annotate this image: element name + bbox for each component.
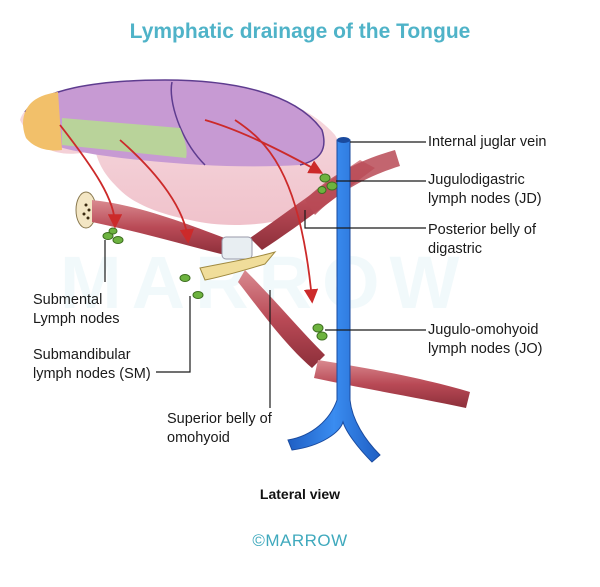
submandibular-nodes: [179, 274, 204, 299]
label-posterior-digastric-2: digastric: [428, 241, 482, 257]
view-caption: Lateral view: [259, 486, 341, 502]
posterior-muscle: [305, 150, 400, 215]
label-superior-omohyoid-1: Superior belly of: [167, 411, 272, 427]
jugulodigastric-nodes: [317, 173, 338, 194]
hyoid-bone: [199, 251, 277, 281]
label-internal-jugular-vein: Internal juglar vein: [428, 134, 547, 150]
submental-nodes: [102, 227, 124, 244]
tongue-tip: [23, 92, 62, 151]
label-posterior-digastric-1: Posterior belly of: [428, 222, 536, 238]
label-jugulo-omohyoid-1: Jugulo-omohyoid: [428, 322, 539, 338]
label-superior-omohyoid-2: omohyoid: [167, 430, 230, 446]
intermediate-tendon: [221, 236, 253, 260]
label-submental-1: Submental: [33, 292, 103, 308]
label-submental-2: Lymph nodes: [33, 311, 120, 327]
drainage-arrows: [59, 119, 324, 304]
credit-logo: ©MARROW: [252, 531, 348, 550]
label-jugulodigastric-2: lymph nodes (JD): [428, 191, 542, 207]
inferior-omohyoid: [314, 360, 470, 408]
tongue-green-zone: [62, 118, 187, 158]
jugulo-omohyoid-nodes: [312, 323, 328, 341]
label-submandibular-2: lymph nodes (SM): [33, 366, 151, 382]
label-submandibular-1: Submandibular: [33, 347, 131, 363]
diagram-title: Lymphatic drainage of the Tongue: [129, 20, 471, 43]
superior-omohyoid: [238, 270, 325, 368]
internal-jugular-vein: [287, 139, 381, 463]
label-jugulodigastric-1: Jugulodigastric: [428, 172, 525, 188]
anterior-digastric: [92, 200, 230, 255]
watermark: MARROW: [60, 241, 470, 324]
leader-lines: [104, 141, 426, 408]
label-jugulo-omohyoid-2: lymph nodes (JO): [428, 341, 543, 357]
